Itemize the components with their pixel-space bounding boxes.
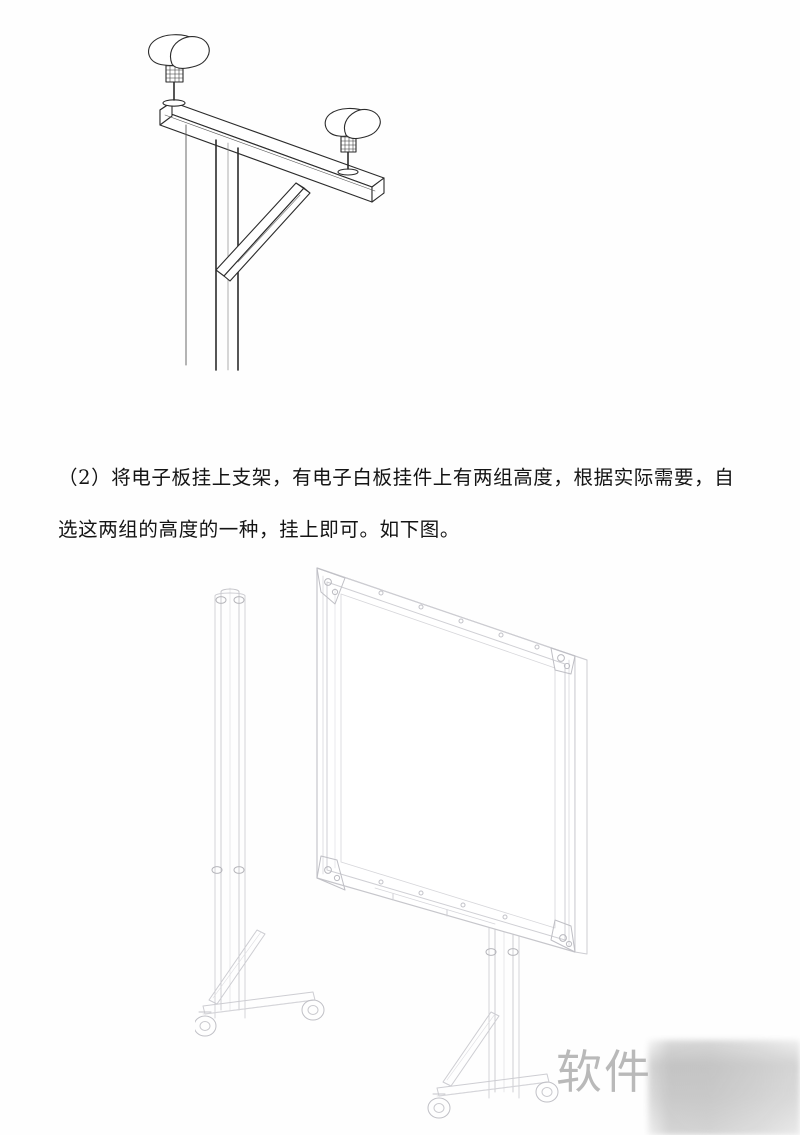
watermark-text: 软件 [556, 1045, 652, 1099]
pen-tray [374, 887, 496, 925]
frame-screws-top [378, 590, 540, 650]
board-frame [316, 567, 588, 955]
caster-wheel-left-back [301, 999, 325, 1021]
corner-bracket-top-right [550, 647, 576, 675]
board-surface [340, 593, 556, 929]
instruction-line-1: （2）将电子板挂上支架，有电子白板挂件上有两组高度，根据实际需要，自 [58, 466, 735, 489]
height-adjust-knobs-upper-left [215, 596, 245, 604]
caster-wheel-left-front [195, 1011, 217, 1037]
frame-screws-bottom [378, 879, 508, 920]
figure-wall-bracket [120, 20, 440, 390]
instruction-paragraph: （2）将电子板挂上支架，有电子白板挂件上有两组高度，根据实际需要，自 选这两组的… [58, 452, 758, 556]
beam-right-end [371, 177, 385, 203]
hook-knob-left [148, 34, 210, 107]
figure-whiteboard-stand [195, 548, 625, 1128]
instruction-line-2: 选这两组的高度的一种，挂上即可。如下图。 [58, 518, 461, 541]
height-adjust-knobs-lower-right [485, 948, 519, 956]
hook-knob-right [324, 107, 381, 176]
corner-bracket-top-left [316, 567, 346, 605]
watermark-obscured-block [648, 1040, 800, 1135]
height-adjust-knobs-lower-left [211, 866, 245, 874]
corner-bracket-bottom-right [550, 919, 576, 953]
caster-wheel-right-back [535, 1081, 559, 1103]
caster-wheel-right-front [427, 1093, 451, 1119]
left-base-foot [202, 929, 316, 1015]
corner-bracket-bottom-left [316, 855, 346, 891]
right-base-foot [436, 1011, 550, 1097]
diagonal-brace [215, 182, 311, 282]
